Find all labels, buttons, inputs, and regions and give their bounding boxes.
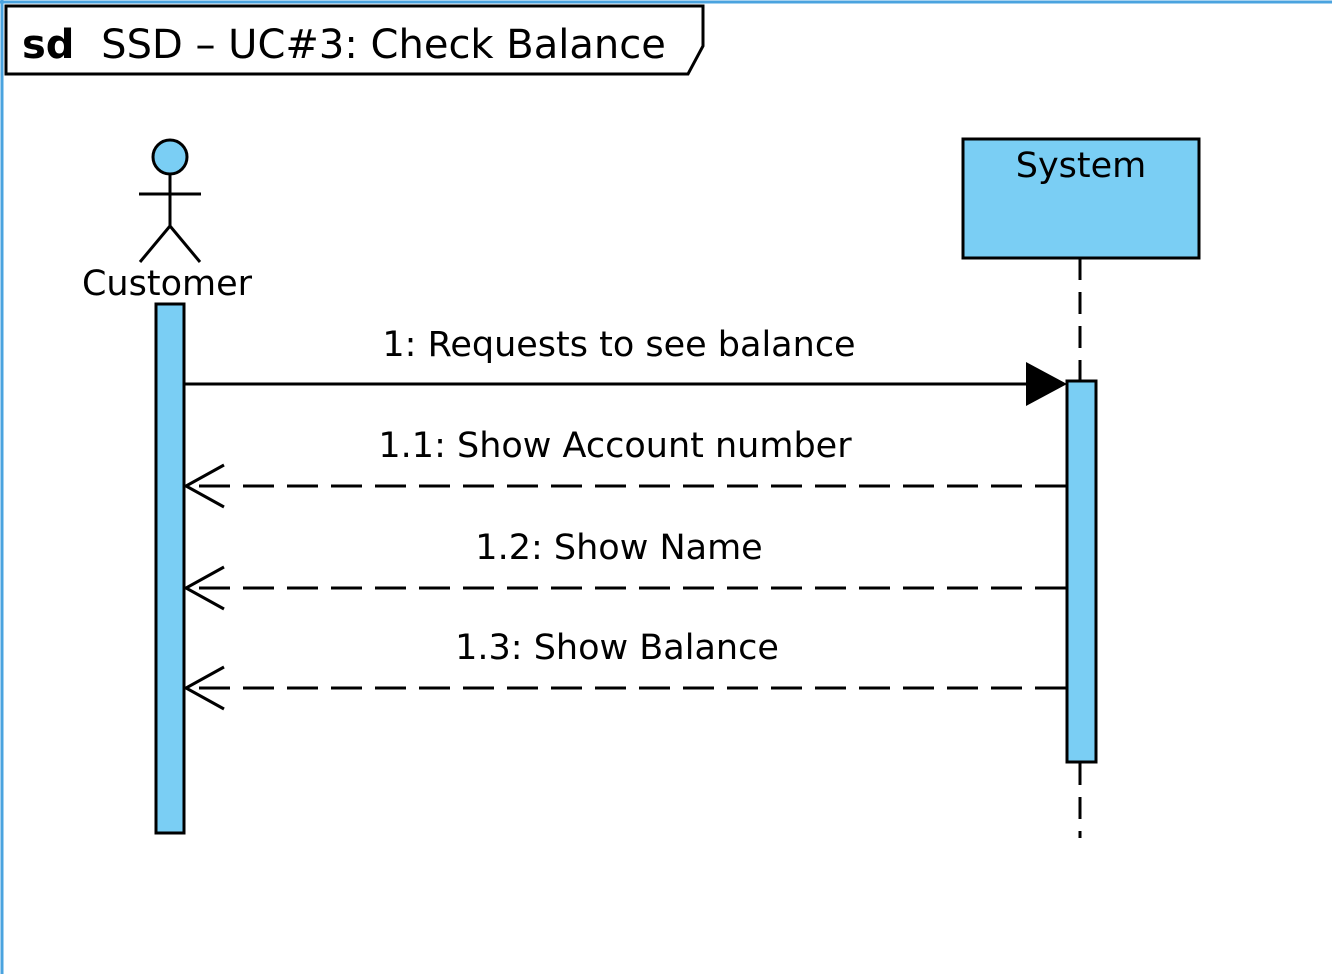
filled-arrowhead-icon bbox=[1026, 362, 1067, 406]
customer-activation-bar bbox=[154, 302, 186, 835]
system-object-name: System bbox=[1016, 146, 1147, 186]
message-1[interactable]: 1: Requests to see balance bbox=[184, 325, 1067, 406]
message-1-1[interactable]: 1.1: Show Account number bbox=[182, 426, 1066, 509]
message-label: 1.2: Show Name bbox=[475, 528, 762, 568]
message-label: 1.1: Show Account number bbox=[378, 426, 852, 466]
open-arrowhead-icon bbox=[182, 565, 225, 611]
system-object-box bbox=[961, 137, 1201, 260]
frame-title: SSD – UC#3: Check Balance bbox=[101, 22, 666, 68]
message-label: 1: Requests to see balance bbox=[382, 325, 855, 365]
actor-figure-icon bbox=[138, 138, 202, 263]
actor-customer[interactable]: Customer bbox=[82, 138, 253, 304]
message-1-3[interactable]: 1.3: Show Balance bbox=[182, 628, 1066, 711]
system-lifeline[interactable]: System bbox=[961, 137, 1201, 838]
actor-name: Customer bbox=[82, 264, 253, 304]
open-arrowhead-icon bbox=[182, 665, 225, 711]
frame-title-tab: sd SSD – UC#3: Check Balance bbox=[4, 4, 705, 76]
svg-text:sd SSD – UC#3: Check Bal: sd SSD – UC#3: Check Balance bbox=[22, 22, 666, 68]
message-label: 1.3: Show Balance bbox=[455, 628, 779, 668]
system-activation-bar bbox=[1065, 379, 1098, 764]
frame-keyword: sd bbox=[22, 22, 74, 68]
open-arrowhead-icon bbox=[182, 463, 225, 509]
message-1-2[interactable]: 1.2: Show Name bbox=[182, 528, 1066, 611]
